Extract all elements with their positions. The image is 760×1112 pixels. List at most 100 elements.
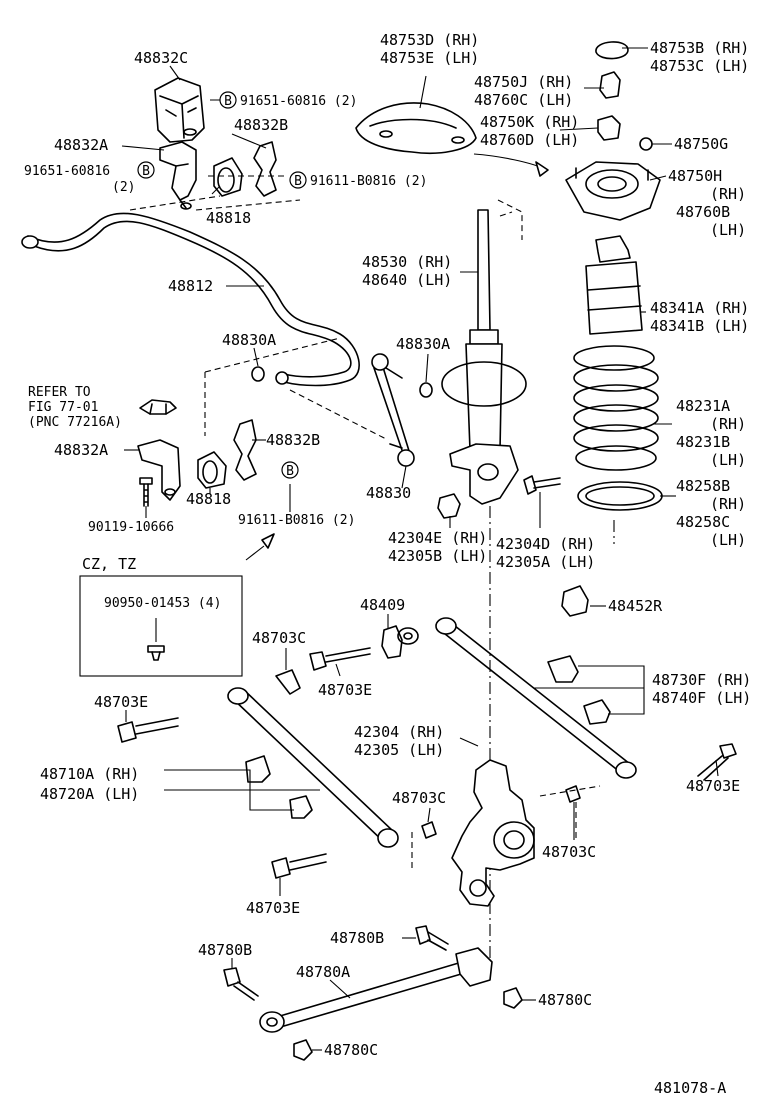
label-42304d: 42304D (RH) xyxy=(496,535,595,553)
label-91611-top: 91611-B0816 (2) xyxy=(310,174,427,189)
label-48750h: 48750H xyxy=(668,167,722,185)
arm-48710a xyxy=(227,687,399,848)
label-48750h-rh: (RH) xyxy=(710,185,746,203)
dust-cover-48753b xyxy=(595,41,629,60)
label-48760b: 48760B xyxy=(676,203,730,221)
label-48710a: 48710A (RH) xyxy=(40,765,139,783)
label-48780b-a: 48780B xyxy=(330,929,384,947)
svg-text:B: B xyxy=(294,174,302,189)
label-48730f: 48730F (RH) xyxy=(652,671,751,689)
nut-48750j xyxy=(599,71,621,99)
label-48753b: 48753B (RH) xyxy=(650,39,749,57)
label-42305b: 42305B (LH) xyxy=(388,547,487,565)
label-48830a-left: 48830A xyxy=(222,331,276,349)
bushing-48730f xyxy=(547,655,579,683)
label-91651-left-qty: (2) xyxy=(112,180,135,195)
nut-48780c-bottom xyxy=(293,1039,313,1061)
label-48703e-c: 48703E xyxy=(686,777,740,795)
label-48753d: 48753D (RH) xyxy=(380,31,479,49)
leader-lines xyxy=(121,47,719,1051)
label-48703c-c: 48703C xyxy=(542,843,596,861)
label-90119: 90119-10666 xyxy=(88,520,174,535)
label-48830: 48830 xyxy=(366,484,411,502)
label-48760d: 48760D (LH) xyxy=(480,131,579,149)
bushing-48818-bottom xyxy=(197,451,227,489)
label-42304: 42304 (RH) xyxy=(354,723,444,741)
label-48753c: 48753C (LH) xyxy=(650,57,749,75)
coil-spring-48231a xyxy=(573,345,659,471)
label-48341a: 48341A (RH) xyxy=(650,299,749,317)
nut-48750g xyxy=(639,137,653,151)
diagram-id: 481078-A xyxy=(654,1079,726,1097)
b-badge-left: B xyxy=(137,161,155,179)
label-48818-top: 48818 xyxy=(206,209,251,227)
label-cz-tz: CZ, TZ xyxy=(82,555,136,573)
nut-48780c-right xyxy=(503,987,523,1009)
bracket-48832a-top xyxy=(159,141,197,210)
label-48750g: 48750G xyxy=(674,135,728,153)
label-48832c: 48832C xyxy=(134,49,188,67)
label-48760c: 48760C (LH) xyxy=(474,91,573,109)
bushing-48720a xyxy=(289,795,313,819)
label-48740f: 48740F (LH) xyxy=(652,689,751,707)
label-48703c-a: 48703C xyxy=(252,629,306,647)
part-labels: 48832C 91651-60816 (2) 48832A 48832B 916… xyxy=(24,31,751,1097)
nut-48830a-left xyxy=(251,366,265,382)
bolt-90119-10666 xyxy=(139,477,153,507)
label-48703e-d: 48703E xyxy=(246,899,300,917)
label-48780c-b: 48780C xyxy=(324,1041,378,1059)
label-refer-3: (PNC 77216A) xyxy=(28,415,122,430)
label-42305: 42305 (LH) xyxy=(354,741,444,759)
label-91651-left: 91651-60816 xyxy=(24,164,110,179)
nut-48830a-right xyxy=(419,382,433,398)
svg-text:B: B xyxy=(286,464,294,479)
bolt-42304d xyxy=(523,475,561,495)
stabilizer-link-48830 xyxy=(371,353,415,467)
label-48832a-bottom: 48832A xyxy=(54,441,108,459)
label-48703e-a: 48703E xyxy=(318,681,372,699)
label-48530: 48530 (RH) xyxy=(362,253,452,271)
bolt-48703e-right xyxy=(697,743,737,781)
clip-90950-01453 xyxy=(147,618,165,661)
label-42305a: 42305A (LH) xyxy=(496,553,595,571)
svg-text:B: B xyxy=(142,164,150,179)
label-91651-top: 91651-60816 (2) xyxy=(240,94,357,109)
label-48703e-b: 48703E xyxy=(94,693,148,711)
label-48830a-right: 48830A xyxy=(396,335,450,353)
label-48231a: 48231A xyxy=(676,397,730,415)
label-refer-2: FIG 77-01 xyxy=(28,400,98,415)
bolt-48780b-top xyxy=(415,925,449,951)
arm-48730f xyxy=(435,617,637,779)
support-48750h xyxy=(565,161,661,221)
label-48231b: 48231B xyxy=(676,433,730,451)
bracket-refer-pnc xyxy=(139,399,177,415)
label-48760b-lh: (LH) xyxy=(710,221,746,239)
label-48640: 48640 (LH) xyxy=(362,271,452,289)
label-90950: 90950-01453 (4) xyxy=(104,596,221,611)
label-48409: 48409 xyxy=(360,596,405,614)
knuckle-42304 xyxy=(451,759,535,907)
label-48703c-b: 48703C xyxy=(392,789,446,807)
b-badge-bottom: B xyxy=(281,461,299,479)
label-48812: 48812 xyxy=(168,277,213,295)
bolt-48703c-knuckle xyxy=(421,821,437,839)
label-48818-bottom: 48818 xyxy=(186,490,231,508)
bushing-48818-top xyxy=(213,157,243,197)
bump-stop-48341a xyxy=(585,235,643,335)
label-48720a: 48720A (LH) xyxy=(40,785,139,803)
label-48258b: 48258B xyxy=(676,477,730,495)
cz-tz-box xyxy=(79,575,243,677)
nut-42304e xyxy=(437,493,461,519)
label-48258c: 48258C xyxy=(676,513,730,531)
label-48832b-bottom: 48832B xyxy=(266,431,320,449)
bushing-48740f xyxy=(583,699,611,725)
bolt-48703c-arm xyxy=(275,669,301,695)
label-48753e: 48753E (LH) xyxy=(380,49,479,67)
label-refer-1: REFER TO xyxy=(28,385,91,400)
upper-seat-48753d xyxy=(355,102,477,155)
label-91611-bottom: 91611-B0816 (2) xyxy=(238,513,355,528)
cushion-48750k xyxy=(597,115,621,141)
label-48750k: 48750K (RH) xyxy=(480,113,579,131)
label-48452r: 48452R xyxy=(608,597,663,615)
label-48780c-a: 48780C xyxy=(538,991,592,1009)
